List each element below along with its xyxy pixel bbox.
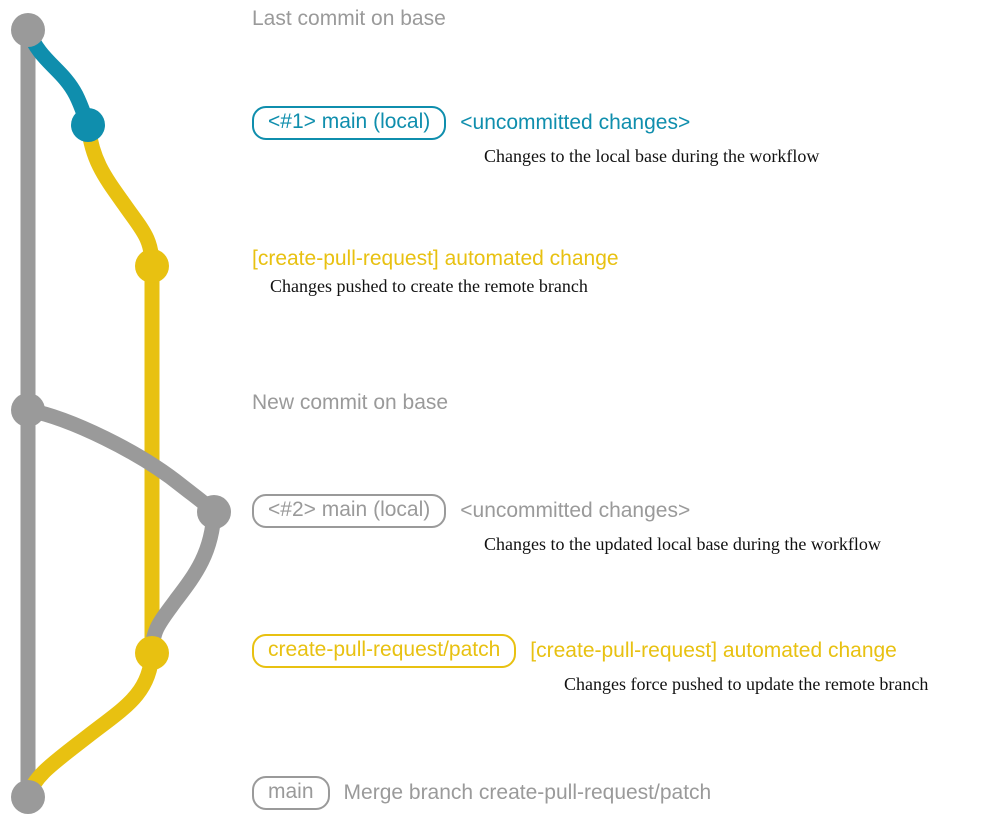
headline-commit-1: <uncommitted changes> xyxy=(460,111,691,134)
headline-commit-3: <uncommitted changes> xyxy=(460,499,691,522)
annotation-commit-1: <#1> main (local) <uncommitted changes> … xyxy=(252,106,819,167)
node-last-commit-on-base[interactable] xyxy=(11,13,45,47)
annotation-commit-4: create-pull-request/patch [create-pull-r… xyxy=(252,634,928,695)
merge-line xyxy=(20,645,160,805)
local-branch-line-2 xyxy=(20,402,222,520)
annotation-new-commit-on-base: New commit on base xyxy=(252,391,449,414)
node-commit-1-local[interactable] xyxy=(71,108,105,142)
headline-last-commit-on-base: Last commit on base xyxy=(252,7,446,30)
ref-pill-create-pull-request-patch[interactable]: create-pull-request/patch xyxy=(252,634,517,669)
ref-pill-main-local-1[interactable]: <#1> main (local) xyxy=(252,106,447,141)
headline-new-commit-on-base: New commit on base xyxy=(252,391,449,414)
graph-nodes xyxy=(11,13,231,814)
annotation-last-commit-on-base: Last commit on base xyxy=(252,7,446,30)
patch-branch-line-1 xyxy=(80,117,160,274)
node-commit-2-automated[interactable] xyxy=(135,249,169,283)
node-merge-commit-main[interactable] xyxy=(11,780,45,814)
annotation-commit-2: [create-pull-request] automated change C… xyxy=(252,247,619,297)
annotation-merge-commit: main Merge branch create-pull-request/pa… xyxy=(252,776,712,811)
ref-pill-main-local-2[interactable]: <#2> main (local) xyxy=(252,494,447,529)
subtext-commit-1: Changes to the local base during the wor… xyxy=(484,146,820,167)
node-commit-4-patch[interactable] xyxy=(135,636,169,670)
subtext-commit-4: Changes force pushed to update the remot… xyxy=(564,674,929,695)
node-commit-3-local[interactable] xyxy=(197,495,231,529)
node-new-commit-on-base[interactable] xyxy=(11,393,45,427)
headline-merge-commit: Merge branch create-pull-request/patch xyxy=(343,781,712,804)
headline-commit-4: [create-pull-request] automated change xyxy=(530,639,897,662)
subtext-commit-3: Changes to the updated local base during… xyxy=(484,534,881,555)
annotation-commit-3: <#2> main (local) <uncommitted changes> … xyxy=(252,494,881,555)
local-branch-line-3 xyxy=(144,504,222,661)
subtext-commit-2: Changes pushed to create the remote bran… xyxy=(270,276,588,297)
ref-pill-main[interactable]: main xyxy=(252,776,330,811)
headline-commit-2: [create-pull-request] automated change xyxy=(252,247,619,270)
